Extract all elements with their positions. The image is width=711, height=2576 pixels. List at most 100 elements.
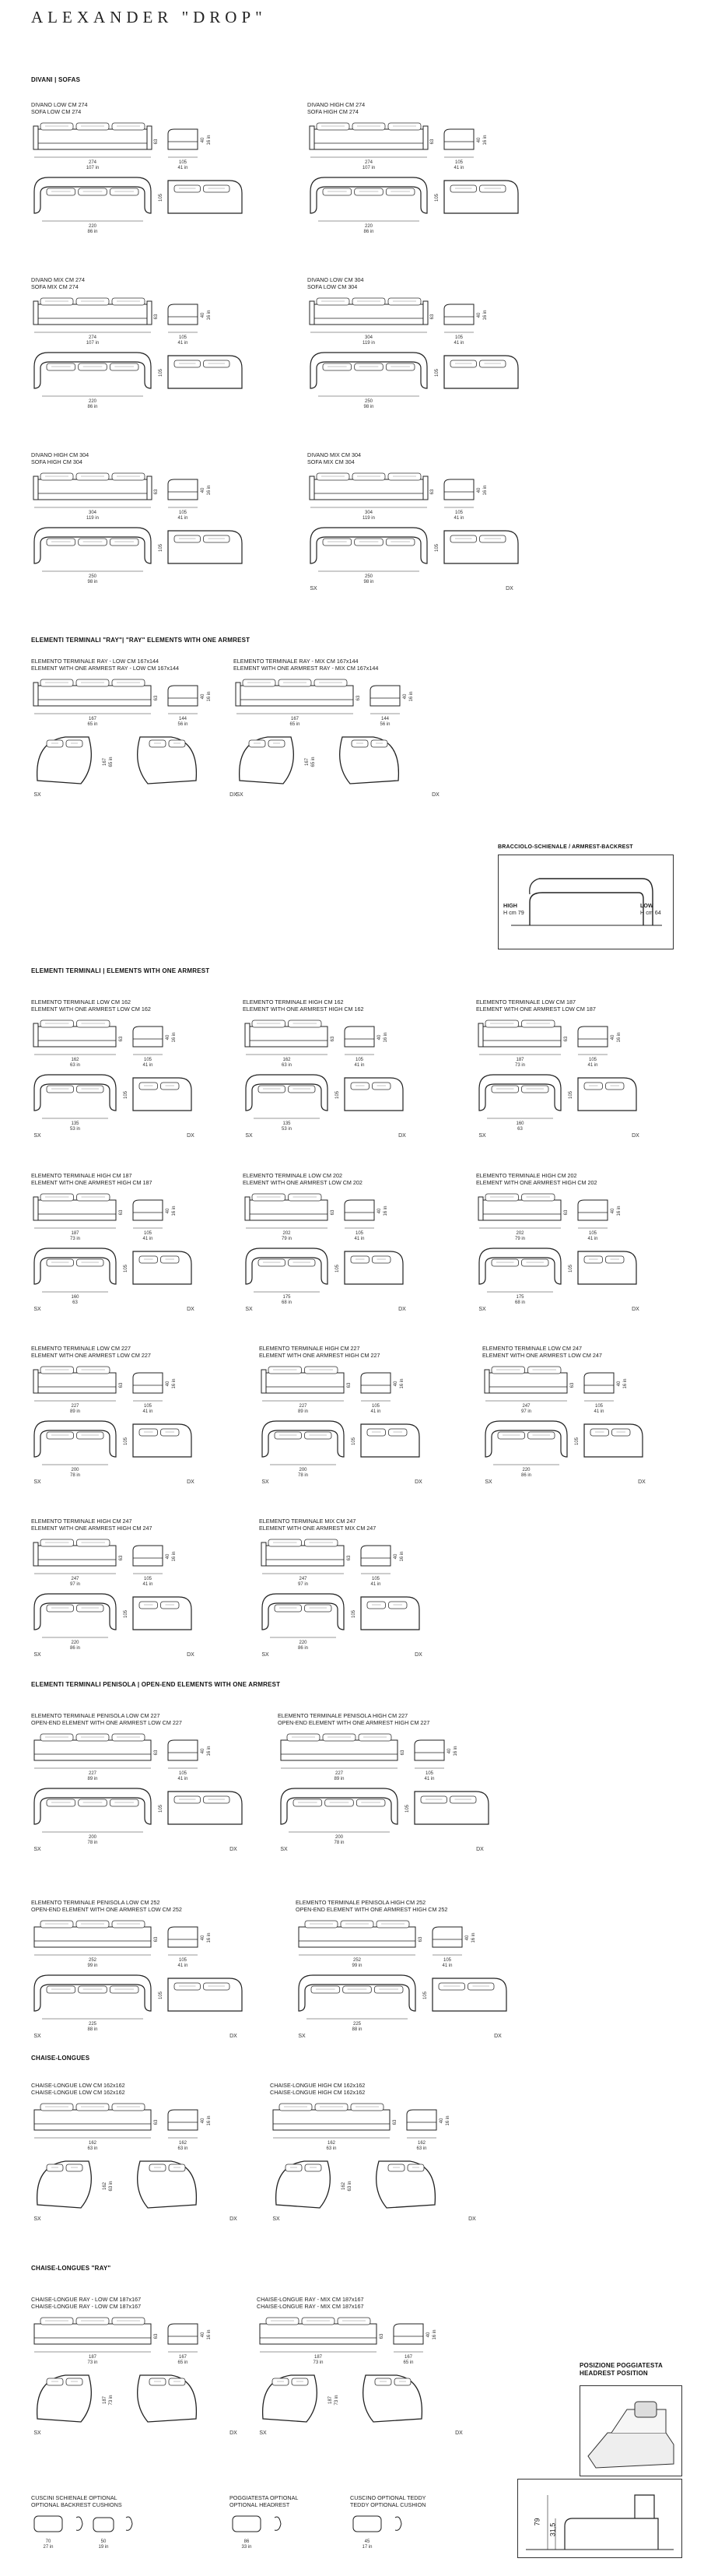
plan-depth-in-label: 86 in [363,230,373,234]
cushion-shape [521,1085,549,1093]
cushion-shape [485,1193,519,1202]
depth-in-label: 56 in [380,722,390,727]
seat-in-label: 16 in [454,1746,458,1756]
cushion-shape [479,360,506,368]
plan-view-outline [245,1074,328,1111]
cushion-shape [40,1193,74,1202]
height-label: 63 [564,1209,569,1215]
side-view-outline [583,1372,615,1394]
cushion-shape [160,1082,180,1090]
product-name-it: ELEMENTO TERMINALE PENISOLA HIGH CM 252 [296,1899,426,1906]
plan-view-left [36,2374,92,2423]
plan-width-label: 187 [103,2395,107,2404]
cushion-shape [46,739,64,748]
cushion-shape [75,2103,110,2111]
cushion-shape [291,2378,309,2386]
product-name-it: CHAISE-LONGUE RAY - LOW CM 187x167 [31,2296,142,2303]
product-name-it: ELEMENTO TERMINALE HIGH CM 187 [31,1172,132,1179]
product-name-en: ELEMENT WITH ONE ARMREST LOW CM 202 [243,1179,363,1186]
cushion-shape [316,297,350,306]
cushion-shape [149,2378,166,2386]
depth-cm-label: 105 [426,1771,434,1776]
seat-label: 40 [201,2118,205,2123]
cushion-shape [387,122,422,131]
left-side-label: SX [280,1847,288,1852]
cushion-shape [203,1982,230,1991]
side-view-outline [414,1739,445,1761]
seat-label: 40 [477,137,482,142]
product-name-it: ELEMENTO TERMINALE HIGH CM 227 [259,1345,360,1352]
cushion-shape [288,1020,322,1028]
cushion-shape [168,739,186,748]
seat-label: 40 [611,1034,615,1040]
accessory-shape-small [93,2517,114,2532]
cushion-shape [46,2164,64,2172]
cushion-shape [387,2164,405,2172]
section-sofas: DIVANI | SOFAS [31,76,81,83]
plan-width-in-label: 73 in [109,2395,114,2405]
cushion-shape [605,1255,625,1264]
plan-depth-label: 225 [353,2022,362,2027]
product-name-it: ELEMENTO TERMINALE HIGH CM 247 [31,1518,132,1525]
left-side-label: SX [33,1133,41,1139]
width-in-label: 79 in [282,1237,292,1241]
cushion-shape [251,1020,285,1028]
width-in-label: 99 in [87,1964,97,1968]
seat-in-label: 16 in [207,135,212,145]
depth-in-label: 56 in [177,722,187,727]
right-side-label: DX [187,1133,194,1139]
height-label: 63 [119,1555,124,1560]
headrest-dim-79: 79 [533,2518,541,2526]
seat-label: 40 [201,312,205,318]
depth-cm-label: 105 [372,1577,380,1581]
cushion-shape [265,2317,299,2325]
accessory-width-in-label: 27 in [43,2545,53,2550]
cushion-shape [385,538,415,546]
left-side-label: SX [33,1847,41,1852]
cushion-shape [388,1428,408,1437]
product-name-it: ELEMENTO TERMINALE LOW CM 202 [243,1172,342,1179]
cushion-shape [376,1920,410,1928]
armrest-high-value: H cm 79 [503,909,524,916]
accessory-width-label: 45 [365,2539,370,2544]
side-view-outline [577,1199,608,1221]
cushion-shape [340,1920,374,1928]
plan-side-label: 105 [575,1437,580,1445]
product-name-en: SOFA HIGH CM 304 [31,458,82,465]
seat-label: 40 [440,2118,444,2123]
cushion-shape [111,2317,145,2325]
cushion-shape [274,1604,302,1613]
cushion-shape [251,1193,285,1202]
cushion-shape [583,1082,603,1090]
depth-in-label: 41 in [142,1582,152,1587]
right-side-label: DX [415,1652,422,1658]
depth-cm-label: 105 [455,511,464,515]
cushion-shape [76,1258,104,1267]
seat-in-label: 16 in [207,2329,212,2339]
seat-in-label: 16 in [207,2115,212,2125]
cushion-shape [354,188,384,196]
seat-label: 40 [377,1034,382,1040]
cushion-shape [168,2378,186,2386]
plan-side-label: 105 [124,1090,128,1099]
cushion-shape [149,739,166,748]
product-name-en: ELEMENT WITH ONE ARMREST LOW CM 162 [31,1005,151,1013]
cushion-shape [450,184,477,193]
cushion-shape [491,1085,519,1093]
cushion-shape [366,1601,386,1609]
cushion-shape [75,1920,110,1928]
depth-in-label: 41 in [442,1964,452,1968]
armrest-drawing [511,878,662,926]
cushion-shape [160,1255,180,1264]
right-side-label: DX [455,2430,463,2436]
cushion-shape [76,1431,104,1440]
